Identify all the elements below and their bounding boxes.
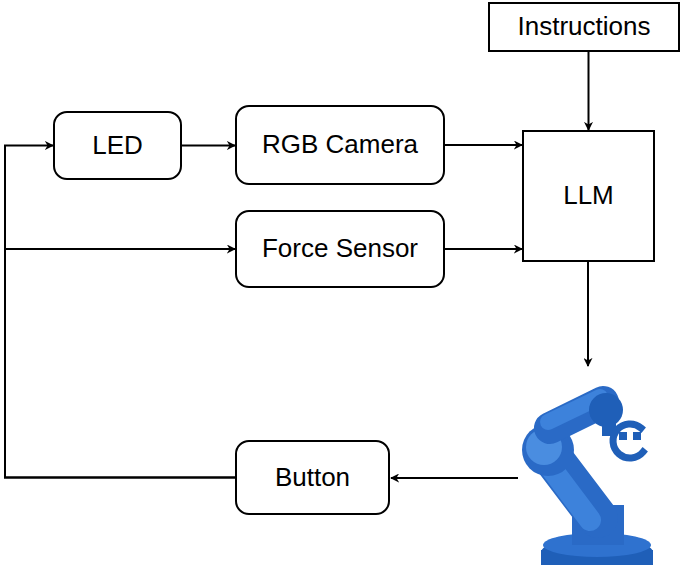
signal-arrow [588, 52, 590, 130]
signal-arrow [445, 144, 522, 146]
process-box: Force Sensor [235, 210, 445, 288]
process-box: Button [235, 440, 390, 515]
text-group: Instructions [518, 12, 651, 42]
node-label: Force Sensor [262, 234, 418, 264]
text-group: LED [92, 131, 143, 161]
text-group: Button [275, 463, 350, 493]
text-group: Force Sensor [262, 234, 418, 264]
text-group: LLM [563, 181, 614, 211]
node-label: RGB Camera [262, 130, 418, 160]
input-box: Instructions [488, 2, 680, 52]
process-box: RGB Camera [235, 105, 445, 185]
text-group: RGB Camera [262, 130, 418, 160]
node-label: LLM [563, 181, 614, 211]
press-arrow [391, 477, 518, 479]
node-label: Button [275, 463, 350, 493]
command-arrow [587, 262, 589, 366]
node-label: Instructions [518, 12, 651, 42]
signal-arrow [5, 249, 235, 478]
process-box: LED [53, 111, 182, 180]
model-box: LLM [522, 130, 655, 262]
signal-arrow [182, 145, 235, 147]
node-label: LED [92, 131, 143, 161]
robot-arm [522, 393, 653, 565]
signal-arrow [5, 146, 235, 478]
signal-arrow [445, 248, 522, 250]
